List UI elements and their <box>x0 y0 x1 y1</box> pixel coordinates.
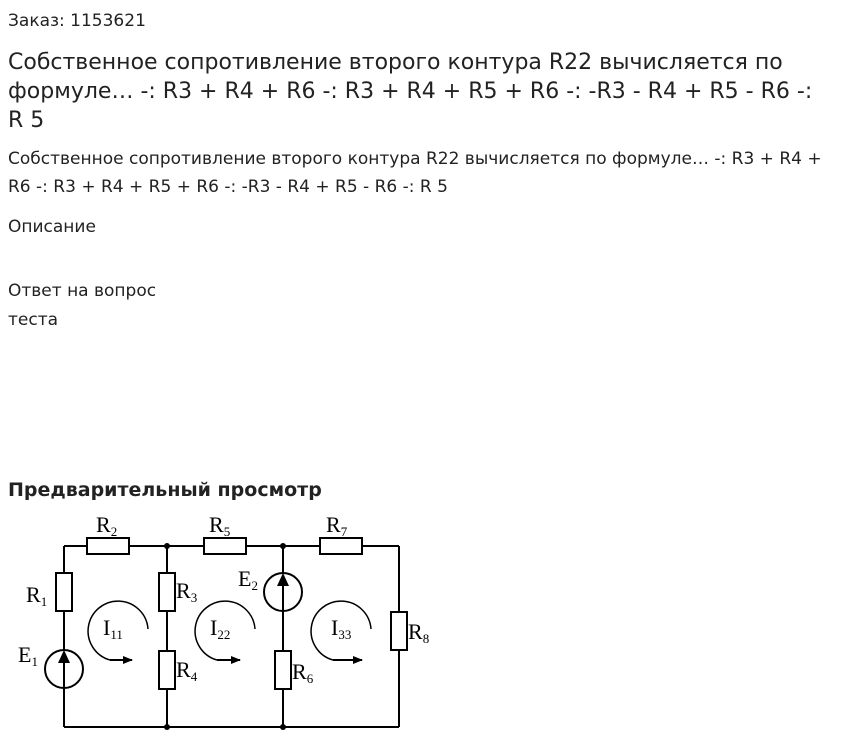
resistor-r2 <box>86 537 130 555</box>
question-text: Собственное сопротивление второго контур… <box>8 149 822 197</box>
resistor-r5 <box>203 537 247 555</box>
label-i22: I22 <box>210 615 230 642</box>
circuit-diagram: R1 R2 R3 R4 R5 R6 R7 R8 E1 E2 I11 I22 I3… <box>18 512 429 730</box>
label-r5: R5 <box>209 512 230 539</box>
label-e2: E2 <box>238 566 258 593</box>
label-r4: R4 <box>176 657 198 684</box>
preview-heading: Предварительный просмотр <box>8 479 322 501</box>
description-label: Описание <box>8 217 96 237</box>
junction-dot <box>280 543 286 549</box>
label-e1: E1 <box>18 642 38 669</box>
label-r1: R1 <box>26 582 47 609</box>
resistor-r6 <box>274 650 292 690</box>
loop-current-arcs <box>87 600 372 661</box>
junction-dot <box>164 543 170 549</box>
resistor-r1 <box>55 572 73 612</box>
resistor-r8 <box>390 611 408 651</box>
junction-dot <box>164 724 170 730</box>
label-r8: R8 <box>408 619 429 646</box>
label-r3: R3 <box>176 578 197 605</box>
label-i11: I11 <box>103 615 123 642</box>
label-i33: I33 <box>331 615 351 642</box>
resistor-r3 <box>158 572 176 612</box>
source-e2 <box>263 572 303 612</box>
circuit-wires <box>63 545 400 728</box>
label-r2: R2 <box>96 512 117 539</box>
resistor-r7 <box>319 537 363 555</box>
resistor-r4 <box>158 650 176 690</box>
junction-dot <box>280 724 286 730</box>
answer-label: Ответ на вопрос теста <box>8 281 157 330</box>
page-title: Собственное сопротивление второго контур… <box>8 50 813 133</box>
label-r6: R6 <box>292 659 314 686</box>
order-number: Заказ: 1153621 <box>8 11 146 31</box>
source-e1 <box>44 649 84 689</box>
label-r7: R7 <box>326 512 348 539</box>
